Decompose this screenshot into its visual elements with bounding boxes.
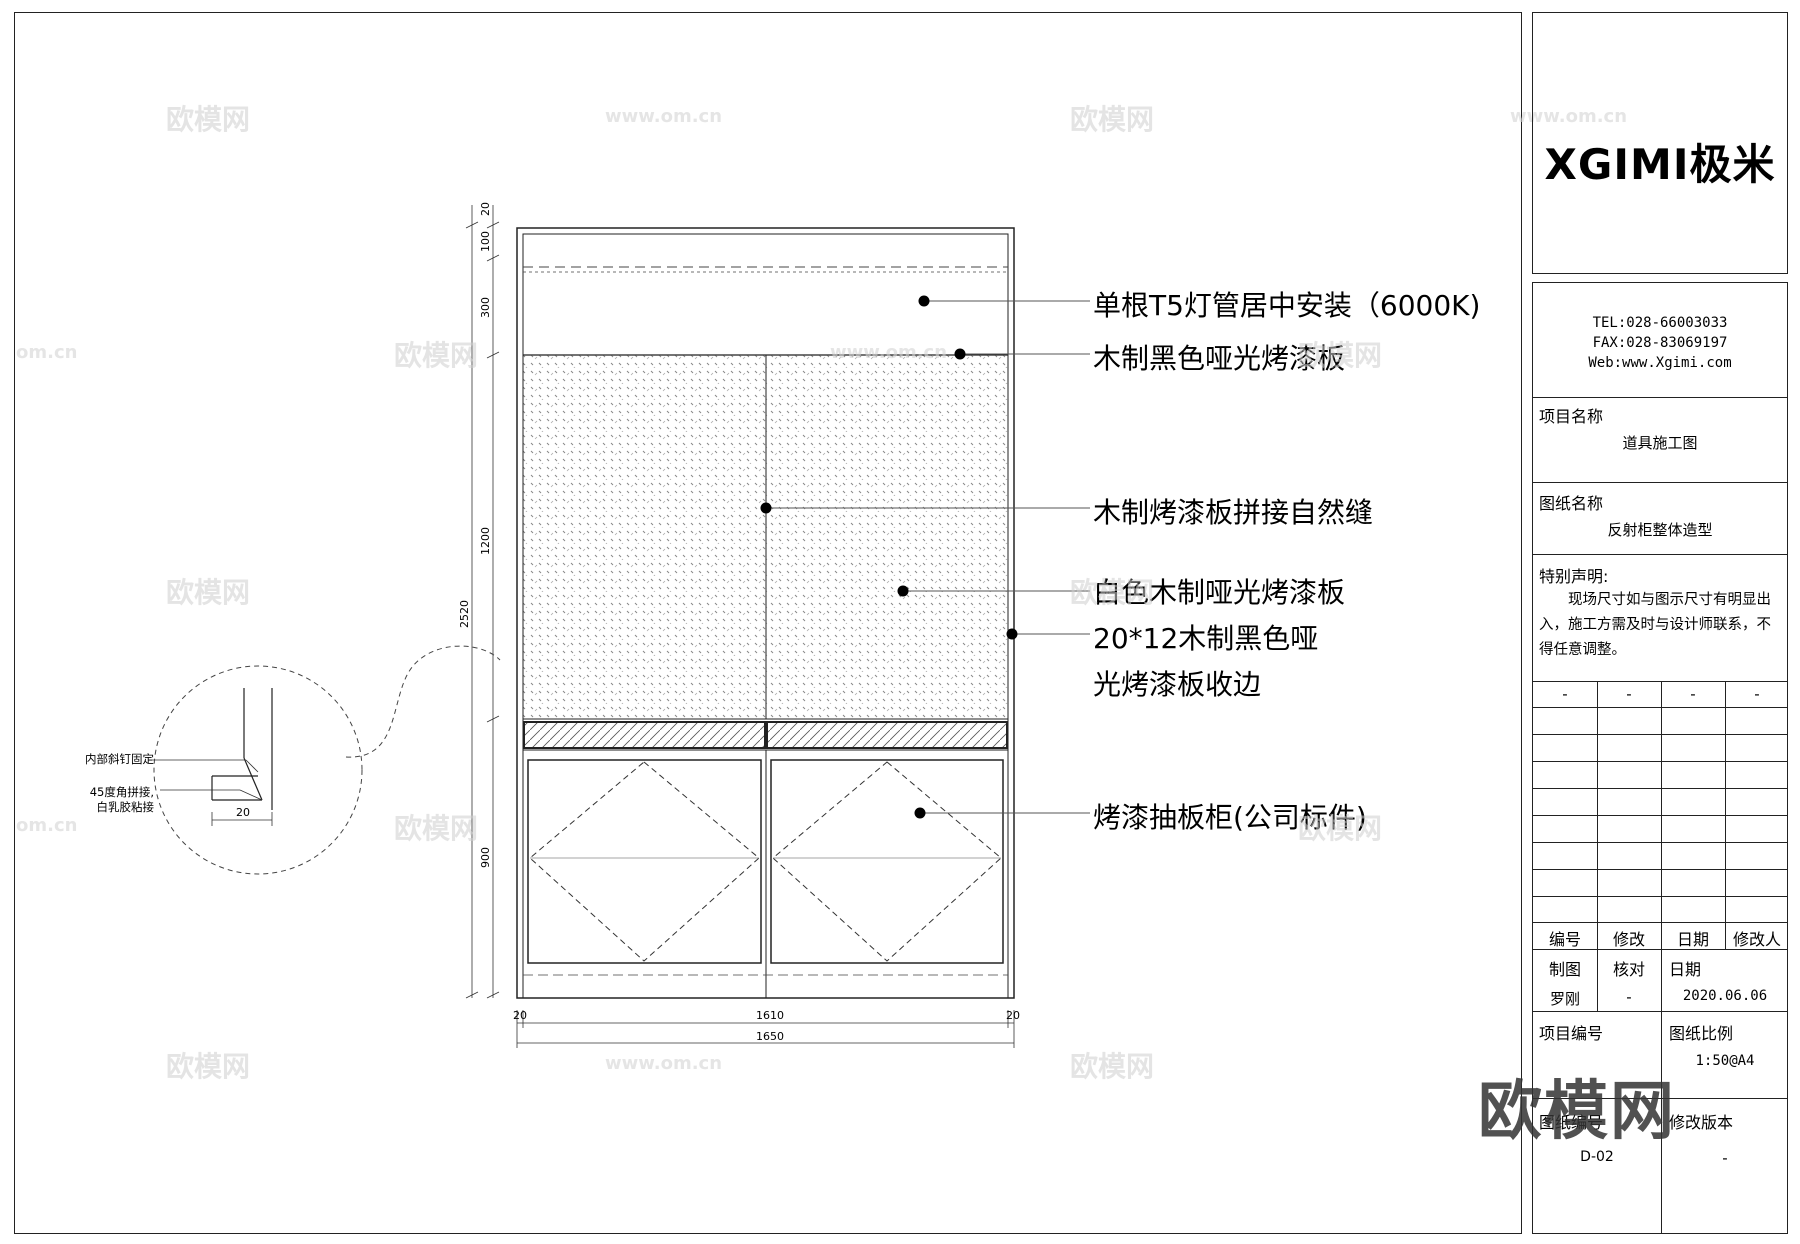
checked-by-label: 核对 — [1612, 960, 1645, 979]
detail-note-joint-line2: 白乳胶粘接 — [96, 800, 155, 814]
callout-dot — [954, 348, 966, 360]
drawer-door-right — [770, 759, 1004, 964]
watermark-brand: 欧模网 — [394, 812, 479, 845]
watermark-brand: 欧模网 — [1070, 103, 1155, 136]
notice-label: 特别声明: — [1539, 567, 1609, 586]
dim-300: 300 — [479, 297, 492, 318]
date-label: 日期 — [1669, 960, 1702, 979]
dim-bottom-side-right: 20 — [1006, 1009, 1020, 1022]
drawing-frame — [14, 12, 1522, 1234]
project-name-label: 项目名称 — [1539, 407, 1604, 426]
dim-20: 20 — [479, 202, 492, 216]
date-value: 2020.06.06 — [1682, 988, 1768, 1004]
brand-logo: XGIMI极米 — [1544, 140, 1776, 189]
callout-dot — [760, 502, 772, 514]
dim-2520: 2520 — [458, 600, 471, 628]
watermark-site: www.om.cn — [1510, 106, 1628, 127]
callout-drawer-cabinet: 烤漆抽板柜(公司标件) — [1093, 801, 1367, 834]
revision-dash: - — [1626, 685, 1632, 703]
hatched-band-right — [766, 721, 1008, 749]
watermark-brand: 欧模网 — [1298, 812, 1383, 845]
watermark-brand: 欧模网 — [166, 1050, 251, 1083]
revision-value: - — [1722, 1149, 1728, 1167]
drawing-no-label: 图纸编号 — [1539, 1113, 1604, 1132]
contact-web: Web:www.Xgimi.com — [1588, 355, 1732, 371]
dim-bottom-side-left: 20 — [513, 1009, 527, 1022]
callout-natural-seam: 木制烤漆板拼接自然缝 — [1093, 496, 1374, 529]
rev-header-no: 编号 — [1548, 930, 1581, 949]
dim-1200: 1200 — [479, 527, 492, 555]
drawing-name-label: 图纸名称 — [1539, 494, 1604, 513]
watermark-site: www.om.cn — [830, 342, 948, 363]
project-name-value: 道具施工图 — [1622, 434, 1698, 452]
perforated-panel-left — [522, 354, 767, 720]
title-block-logo: XGIMI极米 — [1532, 12, 1788, 274]
contact-fax: FAX:028-83069197 — [1592, 335, 1728, 351]
hatched-band-left — [523, 721, 766, 749]
watermark-brand: 欧模网 — [166, 103, 251, 136]
detail-note-joint: 45度角拼接, 白乳胶粘接 — [40, 785, 154, 815]
watermark-site: www.om.cn — [605, 1053, 723, 1074]
callout-white-matte-panel: 白色木制哑光烤漆板 — [1093, 576, 1346, 609]
drawn-by-label: 制图 — [1548, 960, 1581, 979]
scale-label: 图纸比例 — [1669, 1024, 1734, 1043]
dim-bottom-overall: 1650 — [756, 1030, 784, 1043]
drawn-by-value: 罗刚 — [1549, 990, 1580, 1008]
dim-900: 900 — [479, 847, 492, 868]
watermark-brand: 欧模网 — [394, 339, 479, 372]
callout-dot — [918, 295, 930, 307]
checked-by-value: - — [1626, 988, 1632, 1006]
watermark-brand: 欧模网 — [166, 576, 251, 609]
rev-header-change: 修改 — [1612, 930, 1645, 949]
watermark-brand-large: 欧模网 — [1478, 1075, 1676, 1149]
contact-tel: TEL:028-66003033 — [1592, 315, 1728, 331]
watermark-brand: 欧模网 — [1070, 576, 1155, 609]
rev-header-date: 日期 — [1676, 930, 1709, 949]
watermark-site-short: om.cn — [16, 342, 78, 363]
rev-header-editor: 修改人 — [1732, 930, 1781, 949]
callout-edge-trim-line1: 20*12木制黑色哑 — [1093, 622, 1319, 655]
drawer-door-left — [527, 759, 762, 964]
dim-bottom-inner: 1610 — [756, 1009, 784, 1022]
drawing-name-value: 反射柜整体造型 — [1607, 521, 1713, 539]
project-no-label: 项目编号 — [1539, 1024, 1604, 1043]
revision-label: 修改版本 — [1669, 1113, 1734, 1132]
detail-note-nail: 内部斜钉固定 — [85, 752, 154, 766]
title-block: TEL:028-66003033 FAX:028-83069197 Web:ww… — [1532, 282, 1788, 1234]
revision-dash: - — [1690, 685, 1696, 703]
callout-dot — [914, 807, 926, 819]
callout-black-matte-panel: 木制黑色哑光烤漆板 — [1093, 342, 1346, 375]
revision-dash: - — [1754, 685, 1760, 703]
drawing-no-value: D-02 — [1580, 1149, 1614, 1165]
detail-note-joint-line1: 45度角拼接, — [89, 785, 154, 799]
watermark-site-short: om.cn — [16, 815, 78, 836]
dim-detail-width: 20 — [236, 806, 250, 819]
notice-text: 现场尺寸如与图示尺寸有明显出入，施工方需及时与设计师联系，不得任意调整。 — [1539, 592, 1771, 658]
perforated-panel-right — [765, 354, 1009, 720]
callout-dot — [897, 585, 909, 597]
revision-dash: - — [1562, 685, 1568, 703]
dim-100: 100 — [479, 231, 492, 252]
detail-circle — [153, 665, 363, 875]
callout-t5-lamp: 单根T5灯管居中安装（6000K) — [1093, 289, 1481, 322]
scale-value: 1:50@A4 — [1695, 1053, 1755, 1069]
callout-dot — [1006, 628, 1018, 640]
callout-edge-trim-line2: 光烤漆板收边 — [1093, 668, 1262, 701]
watermark-brand: 欧模网 — [1070, 1050, 1155, 1083]
watermark-site: www.om.cn — [605, 106, 723, 127]
watermark-brand: 欧模网 — [1298, 339, 1383, 372]
